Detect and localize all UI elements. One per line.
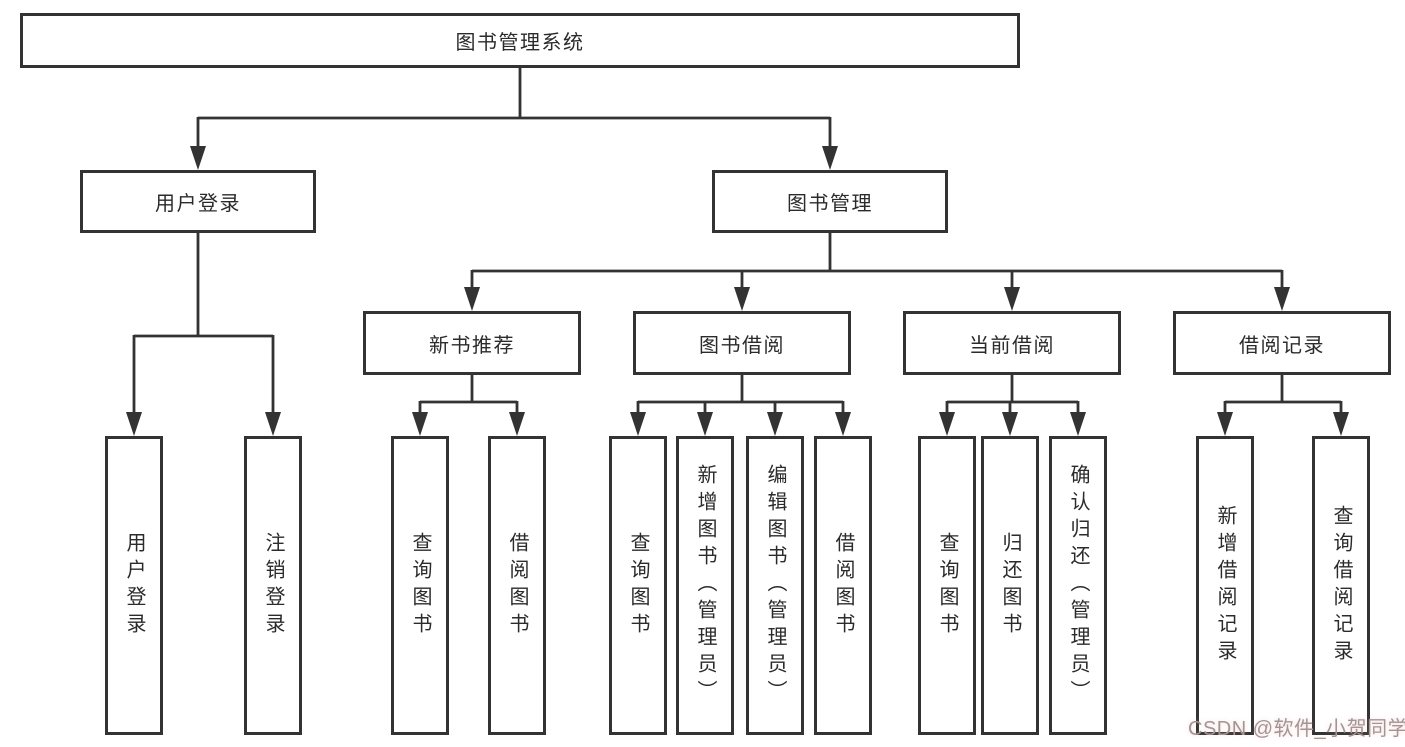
node-label: 图书管理 [787, 193, 873, 215]
node-label: 用户登录 [155, 193, 241, 215]
node-label: 查询图书 [627, 531, 649, 640]
node-label: 当前借阅 [969, 334, 1055, 357]
node-label: 借阅记录 [1239, 334, 1325, 357]
leaf-logout: 注销登录 [244, 436, 302, 735]
csdn-watermark: CSDN @软件_小贺同学 [1188, 718, 1405, 740]
node-borrowing-records: 借阅记录 [1173, 311, 1391, 375]
node-label: 注销登录 [262, 531, 284, 640]
arrowheads [126, 146, 1349, 436]
node-book-management: 图书管理 [712, 170, 948, 233]
node-label: 图书借阅 [699, 334, 785, 357]
node-label: 查询图书 [936, 531, 958, 640]
leaf-records-query-record: 查询借阅记录 [1312, 436, 1370, 735]
node-label: 新书推荐 [429, 334, 515, 357]
node-user-login-branch: 用户登录 [80, 170, 316, 233]
node-label: 编辑图书（管理员） [764, 464, 786, 707]
node-label: 借阅图书 [506, 531, 528, 640]
node-book-borrowing: 图书借阅 [633, 311, 851, 375]
node-label: 归还图书 [999, 531, 1021, 640]
leaf-borrowing-edit-books-admin: 编辑图书（管理员） [746, 436, 804, 735]
leaf-borrowing-add-books-admin: 新增图书（管理员） [676, 436, 734, 735]
leaf-current-confirm-return-admin: 确认归还（管理员） [1049, 436, 1107, 735]
node-label: 查询借阅记录 [1330, 504, 1352, 667]
node-label: 借阅图书 [832, 531, 854, 640]
node-label: 用户登录 [123, 531, 145, 640]
node-current-borrowing: 当前借阅 [903, 311, 1121, 375]
leaf-borrowing-borrow-books: 借阅图书 [814, 436, 872, 735]
node-label: 查询图书 [409, 531, 431, 640]
node-library-management-system: 图书管理系统 [20, 13, 1020, 68]
node-label: 图书管理系统 [455, 32, 585, 54]
node-label: 新增借阅记录 [1214, 504, 1236, 667]
leaf-recommend-borrow-books: 借阅图书 [488, 436, 546, 735]
leaf-borrowing-query-books: 查询图书 [609, 436, 667, 735]
leaf-user-login: 用户登录 [105, 436, 163, 735]
leaf-records-add-record: 新增借阅记录 [1196, 436, 1254, 735]
leaf-recommend-query-books: 查询图书 [391, 436, 449, 735]
leaf-current-query-books: 查询图书 [918, 436, 976, 735]
node-new-book-recommend: 新书推荐 [363, 311, 581, 375]
node-label: 新增图书（管理员） [694, 464, 716, 707]
leaf-current-return-books: 归还图书 [981, 436, 1039, 735]
node-label: 确认归还（管理员） [1067, 464, 1089, 707]
